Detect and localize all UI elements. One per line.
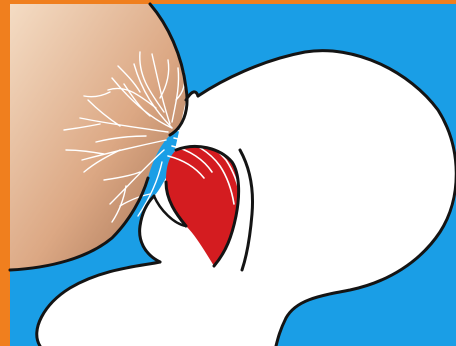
breastfeeding-latch-illustration [0, 0, 456, 346]
illustration-canvas [0, 0, 456, 346]
